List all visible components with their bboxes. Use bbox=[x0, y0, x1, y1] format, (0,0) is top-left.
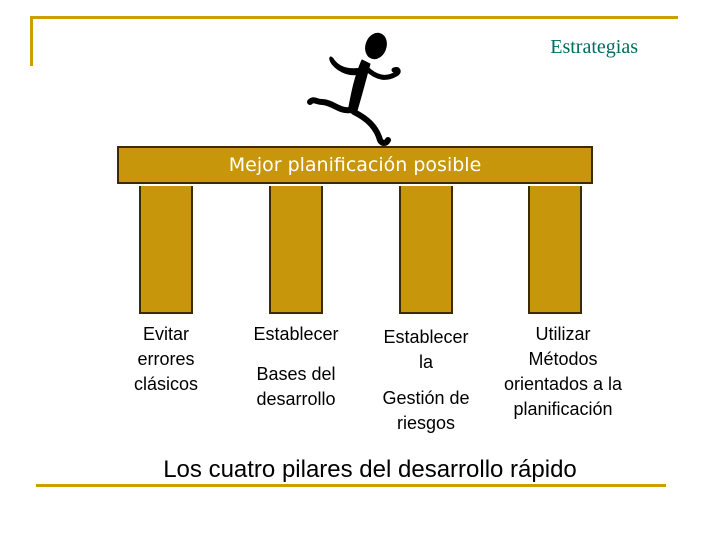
pillar-2 bbox=[269, 186, 323, 314]
pillar-4-label: Utilizar Métodos orientados a la planifi… bbox=[503, 324, 623, 419]
pillar-4 bbox=[528, 186, 582, 314]
pillar-3-label-top: Establecer la bbox=[383, 327, 469, 372]
pillar-1-label: Evitar errores clásicos bbox=[133, 324, 199, 394]
pillar-2-label-top: Establecer bbox=[253, 324, 339, 344]
running-man-icon bbox=[307, 32, 401, 146]
pillar-3 bbox=[399, 186, 453, 314]
footer-caption: Los cuatro pilares del desarrollo rápido bbox=[163, 456, 577, 483]
pillar-1 bbox=[139, 186, 193, 314]
platform-beam: Mejor planificación posible bbox=[117, 146, 593, 184]
left-rule bbox=[30, 16, 33, 66]
slide-title: Estrategias bbox=[550, 36, 638, 58]
pillar-3-label-bottom: Gestión de riesgos bbox=[382, 388, 470, 433]
top-rule bbox=[30, 16, 678, 19]
bottom-rule bbox=[36, 484, 666, 487]
beam-label: Mejor planificación posible bbox=[228, 154, 482, 176]
pillar-2-label-bottom: Bases del desarrollo bbox=[256, 364, 336, 409]
